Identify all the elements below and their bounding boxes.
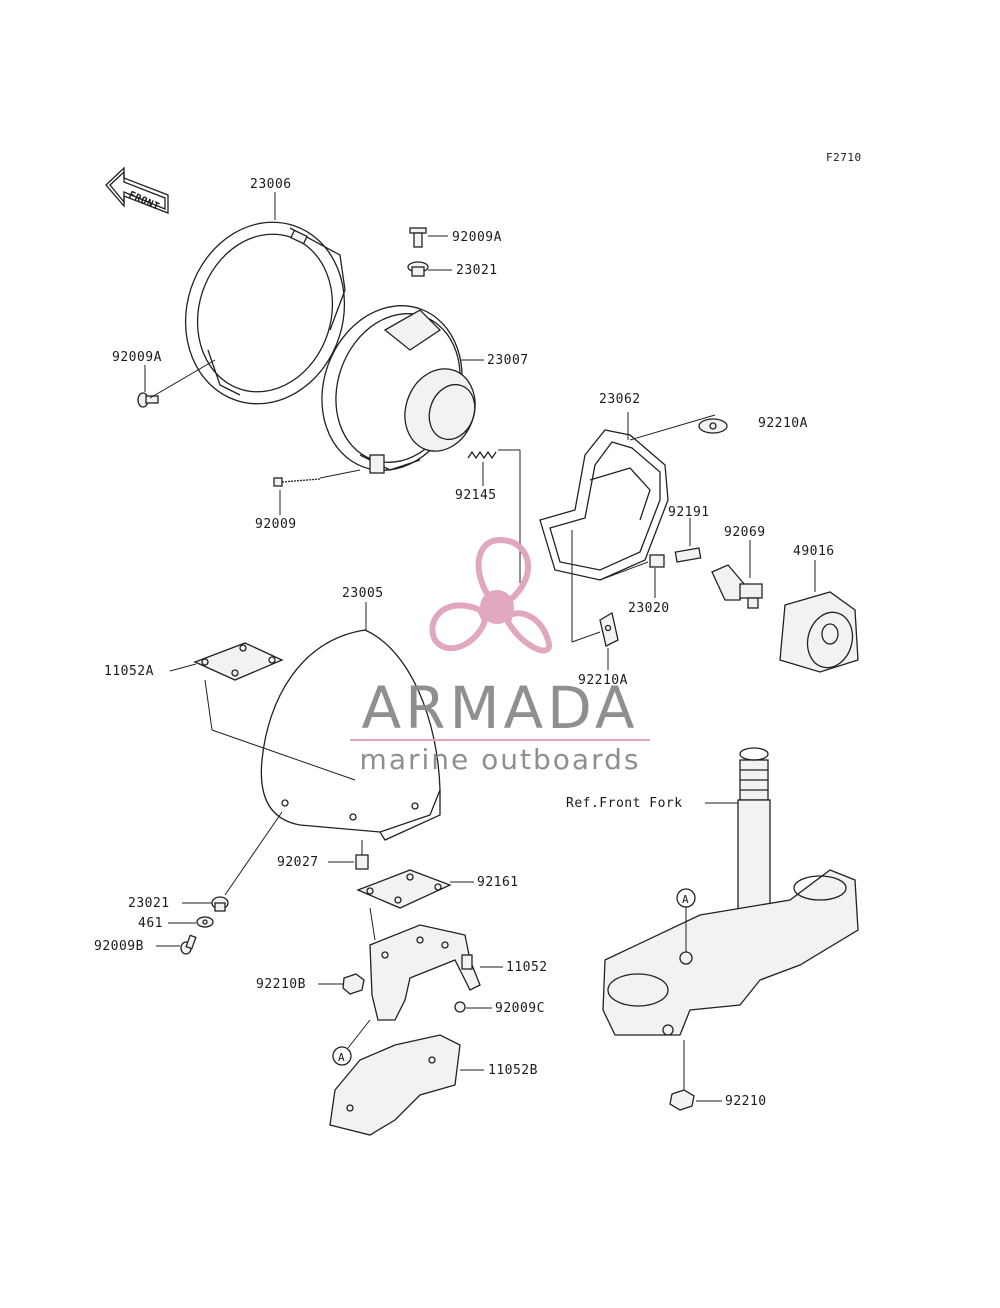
front-arrow-label: FRONT <box>127 190 161 213</box>
label-92009B: 92009B <box>94 939 144 954</box>
label-92145: 92145 <box>455 488 497 503</box>
label-11052A: 11052A <box>104 664 154 679</box>
boot-cover-49016 <box>779 591 859 673</box>
collar-92027 <box>355 854 369 870</box>
label-23020: 23020 <box>628 601 670 616</box>
bolt-92009C <box>454 1001 466 1013</box>
headlight-rim-23006 <box>184 221 346 405</box>
label-92210A-top: 92210A <box>758 416 808 431</box>
grommet-23021-bottom <box>211 896 229 912</box>
plate-11052A <box>193 642 284 681</box>
bracket-11052 <box>369 924 481 1021</box>
bracket-23062 <box>539 429 669 581</box>
label-23007: 23007 <box>487 353 529 368</box>
nut-92210A-bottom <box>599 611 619 647</box>
front-arrow-icon: FRONT <box>105 166 169 214</box>
label-23062: 23062 <box>599 392 641 407</box>
marker-a-right-label: A <box>682 893 689 906</box>
watermark-name: ARMADA <box>361 674 638 742</box>
damper-92161 <box>356 869 452 909</box>
label-92069: 92069 <box>724 525 766 540</box>
label-92161: 92161 <box>477 875 519 890</box>
diagram-code: F2710 <box>826 151 862 164</box>
nut-92210A-top <box>698 418 728 434</box>
ref-front-fork-label: Ref.Front Fork <box>566 796 683 811</box>
headlight-shell-23005 <box>260 629 441 841</box>
label-92027: 92027 <box>277 855 319 870</box>
label-92009: 92009 <box>255 517 297 532</box>
screw-92009A-top <box>409 227 427 248</box>
nut-92210B <box>342 973 365 995</box>
label-92009C: 92009C <box>495 1001 545 1016</box>
clip-23020 <box>649 554 665 568</box>
label-92210: 92210 <box>725 1094 767 1109</box>
watermark-tagline: marine outboards <box>360 743 641 776</box>
label-23021-bottom: 23021 <box>128 896 170 911</box>
label-11052B: 11052B <box>488 1063 538 1078</box>
marker-a-left: A <box>332 1046 352 1066</box>
bulb-92069 <box>711 564 763 609</box>
label-92009A-left: 92009A <box>112 350 162 365</box>
label-92009A-top: 92009A <box>452 230 502 245</box>
bracket-11052B <box>329 1034 461 1136</box>
grommet-23021-top <box>407 261 429 277</box>
spring-92145 <box>467 450 497 460</box>
screw-92009 <box>273 477 321 487</box>
propeller-logo-icon <box>429 536 552 654</box>
screw-92009B <box>180 934 197 955</box>
marker-a-right: A <box>676 888 696 908</box>
label-49016: 49016 <box>793 544 835 559</box>
label-92191: 92191 <box>668 505 710 520</box>
nut-92210 <box>669 1089 695 1111</box>
label-23006: 23006 <box>250 177 292 192</box>
screw-92009A-left <box>137 392 159 408</box>
steering-stem <box>602 747 859 1036</box>
label-23021-top: 23021 <box>456 263 498 278</box>
collar-92191 <box>674 547 702 563</box>
washer-461 <box>196 916 214 928</box>
marker-a-left-label: A <box>338 1051 345 1064</box>
headlight-housing-23007 <box>321 305 476 474</box>
label-11052: 11052 <box>506 960 548 975</box>
label-461: 461 <box>138 916 163 931</box>
armada-watermark: ARMADA marine outboards <box>350 536 650 776</box>
label-92210A-bottom: 92210A <box>578 673 628 688</box>
label-23005: 23005 <box>342 586 384 601</box>
label-92210B: 92210B <box>256 977 306 992</box>
